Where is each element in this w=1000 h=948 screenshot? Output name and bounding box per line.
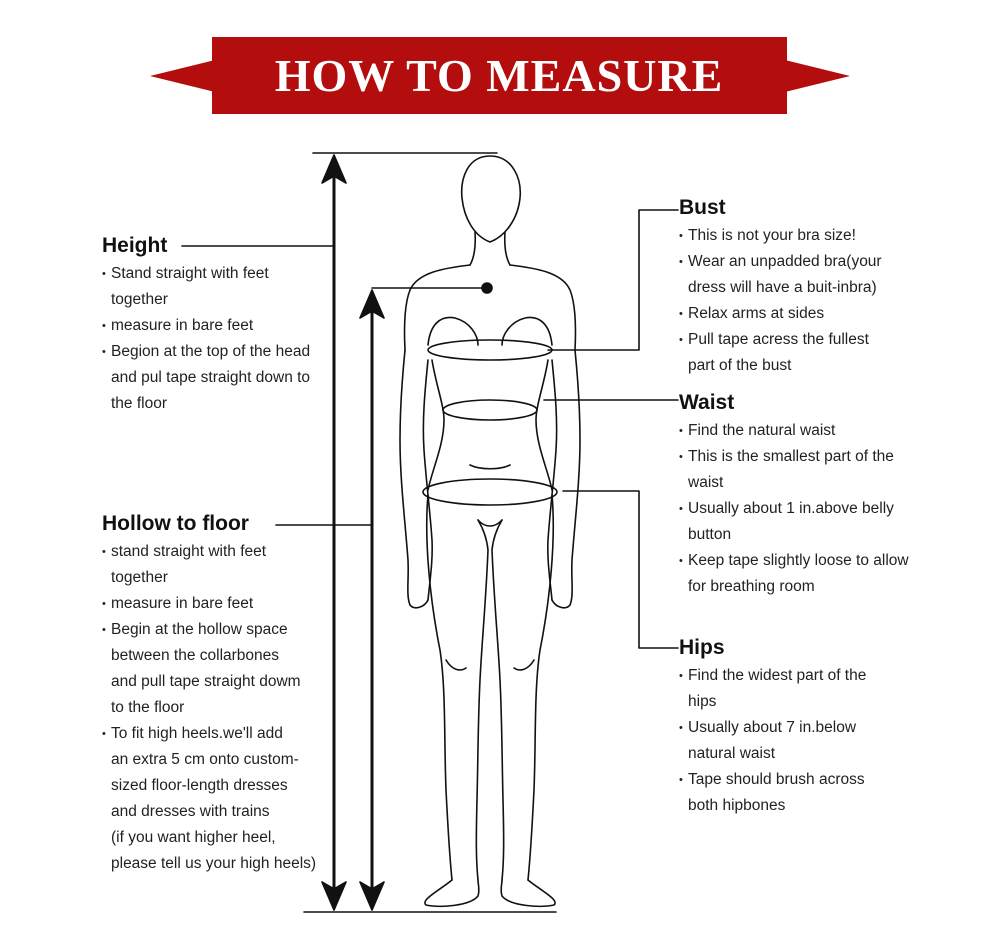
instruction-line: please tell us your high heels): [111, 855, 317, 872]
hollow-measure-line: [275, 282, 493, 911]
height-heading: Height: [102, 234, 168, 257]
instruction-line: and dresses with trains: [111, 803, 270, 820]
instruction-line: Pull tape acress the fullest: [679, 327, 929, 353]
banner-background: [212, 37, 787, 114]
instruction-line: Keep tape slightly loose to allow: [679, 548, 929, 574]
instruction-line: waist: [688, 474, 724, 491]
instruction-line: Find the natural waist: [679, 418, 929, 444]
instruction-line: measure in bare feet: [102, 313, 317, 339]
hips-heading: Hips: [679, 636, 725, 659]
instruction-line: Wear an unpadded bra(your: [679, 249, 929, 275]
instruction-line: together: [111, 291, 168, 308]
waist-instructions: Find the natural waist This is the small…: [679, 418, 929, 600]
instruction-line: and pul tape straight down to: [111, 369, 311, 386]
instruction-line: to the floor: [111, 699, 185, 716]
banner: [150, 37, 850, 114]
bust-section: Bust This is not your bra size! Wear an …: [679, 196, 929, 379]
height-section: Height Stand straight with feet together…: [102, 234, 317, 417]
hips-leader-line: [562, 490, 679, 649]
instruction-line: together: [111, 569, 168, 586]
instruction-line: natural waist: [688, 745, 776, 762]
banner-left-point: [150, 60, 215, 92]
bust-instructions: This is not your bra size! Wear an unpad…: [679, 223, 929, 379]
instruction-line: Stand straight with feet: [102, 261, 317, 287]
hollow-instructions: stand straight with feet together measur…: [102, 539, 327, 877]
instruction-line: dress will have a buit-inbra): [688, 279, 877, 296]
height-measure-line: [181, 152, 557, 913]
banner-right-point: [785, 60, 850, 92]
instruction-line: Tape should brush across: [679, 767, 929, 793]
hollow-heading: Hollow to floor: [102, 512, 249, 535]
height-instructions: Stand straight with feet together measur…: [102, 261, 317, 417]
instruction-line: both hipbones: [688, 797, 786, 814]
waist-heading: Waist: [679, 391, 735, 414]
instruction-line: and pull tape straight dowm: [111, 673, 301, 690]
hollow-to-floor-section: Hollow to floor stand straight with feet…: [102, 512, 327, 877]
instruction-line: the floor: [111, 395, 168, 412]
instruction-line: Usually about 7 in.below: [679, 715, 929, 741]
instruction-line: hips: [688, 693, 717, 710]
hips-instructions: Find the widest part of the hips Usually…: [679, 663, 929, 819]
instruction-line: for breathing room: [688, 578, 815, 595]
instruction-line: sized floor-length dresses: [111, 777, 288, 794]
instruction-line: To fit high heels.we'll add: [102, 721, 327, 747]
instruction-line: measure in bare feet: [102, 591, 327, 617]
instruction-line: an extra 5 cm onto custom-: [111, 751, 299, 768]
hips-section: Hips Find the widest part of the hips Us…: [679, 636, 929, 819]
instruction-line: (if you want higher heel,: [111, 829, 276, 846]
instruction-line: Relax arms at sides: [679, 301, 929, 327]
instruction-line: Usually about 1 in.above belly: [679, 496, 929, 522]
instruction-line: Begion at the top of the head: [102, 339, 317, 365]
instruction-line: This is not your bra size!: [679, 223, 929, 249]
instruction-line: Find the widest part of the: [679, 663, 929, 689]
instruction-line: Begin at the hollow space: [102, 617, 327, 643]
instruction-line: between the collarbones: [111, 647, 280, 664]
bust-leader-line: [547, 209, 679, 351]
body-outline: [399, 155, 581, 908]
waist-section: Waist Find the natural waist This is the…: [679, 391, 929, 600]
instruction-line: part of the bust: [688, 357, 792, 374]
instruction-line: This is the smallest part of the: [679, 444, 929, 470]
instruction-line: stand straight with feet: [102, 539, 327, 565]
bust-heading: Bust: [679, 196, 726, 219]
page-title: HOW TO MEASURE: [274, 50, 724, 101]
instruction-line: button: [688, 526, 732, 543]
